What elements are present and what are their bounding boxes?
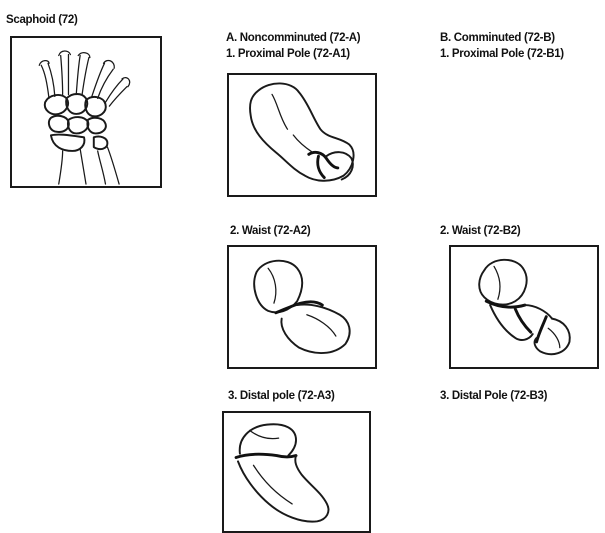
label-b2: 2. Waist (72-B2) bbox=[440, 224, 520, 238]
scaphoid-a1-drawing bbox=[229, 75, 375, 195]
scaphoid-title: Scaphoid (72) bbox=[6, 13, 78, 27]
label-b3: 3. Distal Pole (72-B3) bbox=[440, 389, 547, 403]
scaphoid-a2-drawing bbox=[229, 247, 375, 367]
wrist-drawing bbox=[12, 38, 160, 186]
group-a-heading: A. Noncomminuted (72-A) bbox=[226, 31, 360, 45]
label-a3: 3. Distal pole (72-A3) bbox=[228, 389, 335, 403]
wrist-overview-figure bbox=[10, 36, 162, 188]
figure-b2-waist-comminuted bbox=[449, 245, 599, 369]
label-b1: 1. Proximal Pole (72-B1) bbox=[440, 47, 564, 61]
group-b-heading: B. Comminuted (72-B) bbox=[440, 31, 555, 45]
scaphoid-a3-drawing bbox=[224, 413, 369, 531]
figure-a2-waist bbox=[227, 245, 377, 369]
label-a1: 1. Proximal Pole (72-A1) bbox=[226, 47, 350, 61]
figure-a3-distal-pole bbox=[222, 411, 371, 533]
scaphoid-b2-drawing bbox=[451, 247, 597, 367]
label-a2: 2. Waist (72-A2) bbox=[230, 224, 310, 238]
figure-a1-proximal-pole bbox=[227, 73, 377, 197]
